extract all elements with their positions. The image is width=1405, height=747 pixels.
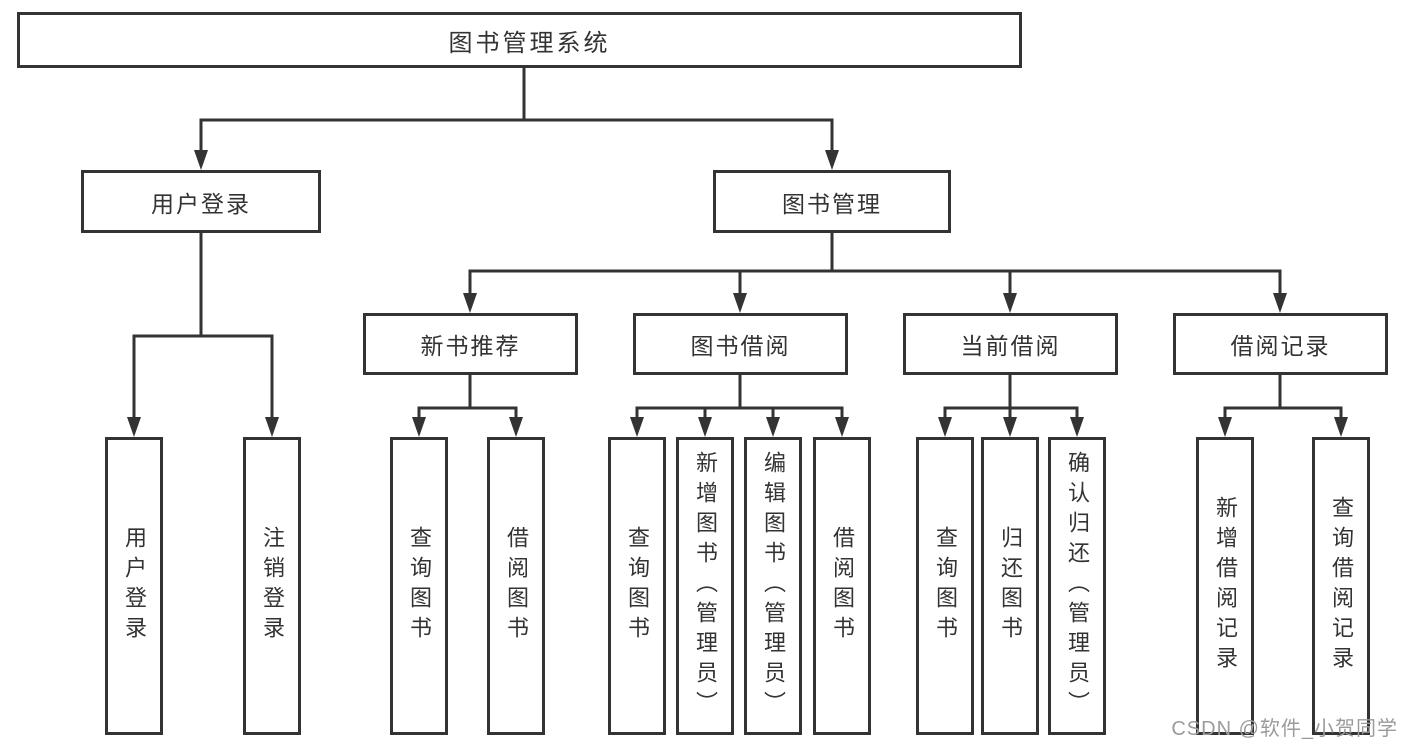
node-label: 用户登录: [151, 190, 251, 217]
node-label: 图书管理系统: [448, 29, 611, 57]
node-label: 图书借阅: [690, 333, 791, 359]
leaf-add-borrow-record: 新增借阅记录: [1196, 437, 1254, 735]
node-library-management-system: 图书管理系统: [17, 12, 1022, 68]
leaf-return-books: 归还图书: [981, 437, 1039, 735]
leaf-label: 借阅图书: [830, 526, 855, 646]
node-label: 图书管理: [782, 190, 882, 217]
node-book-management: 图书管理: [713, 170, 951, 233]
watermark: CSDN @软件_小贺同学: [1171, 718, 1398, 740]
leaf-logout: 注销登录: [243, 437, 301, 735]
node-label: 新书推荐: [420, 333, 521, 359]
leaf-query-books-borrowing: 查询图书: [608, 437, 666, 735]
leaf-query-borrow-record: 查询借阅记录: [1312, 437, 1370, 735]
leaf-label: 查询图书: [933, 526, 958, 646]
node-user-login: 用户登录: [81, 170, 321, 233]
leaf-label: 编辑图书（管理员）: [761, 451, 786, 721]
leaf-confirm-return-admin: 确认归还（管理员）: [1048, 437, 1106, 735]
leaf-label: 查询图书: [407, 526, 432, 646]
leaf-label: 归还图书: [998, 526, 1023, 646]
node-label: 借阅记录: [1230, 333, 1331, 359]
leaf-query-books-current: 查询图书: [916, 437, 974, 735]
leaf-borrow-books: 借阅图书: [813, 437, 871, 735]
leaf-label: 用户登录: [122, 526, 147, 646]
leaf-label: 新增借阅记录: [1213, 496, 1238, 676]
leaf-label: 新增图书（管理员）: [693, 451, 718, 721]
leaf-label: 注销登录: [260, 526, 285, 646]
node-current-borrowing: 当前借阅: [903, 313, 1118, 375]
leaf-query-books-recommendation: 查询图书: [390, 437, 448, 735]
leaf-add-books-admin: 新增图书（管理员）: [676, 437, 734, 735]
leaf-label: 确认归还（管理员）: [1065, 451, 1090, 721]
leaf-edit-books-admin: 编辑图书（管理员）: [744, 437, 802, 735]
node-borrowing-records: 借阅记录: [1173, 313, 1388, 375]
node-label: 当前借阅: [960, 333, 1061, 359]
leaf-label: 查询图书: [625, 526, 650, 646]
leaf-label: 借阅图书: [504, 526, 529, 646]
node-new-book-recommendation: 新书推荐: [363, 313, 578, 375]
leaf-label: 查询借阅记录: [1329, 496, 1354, 676]
leaf-borrow-books-recommendation: 借阅图书: [487, 437, 545, 735]
leaf-user-login: 用户登录: [105, 437, 163, 735]
node-book-borrowing: 图书借阅: [633, 313, 848, 375]
